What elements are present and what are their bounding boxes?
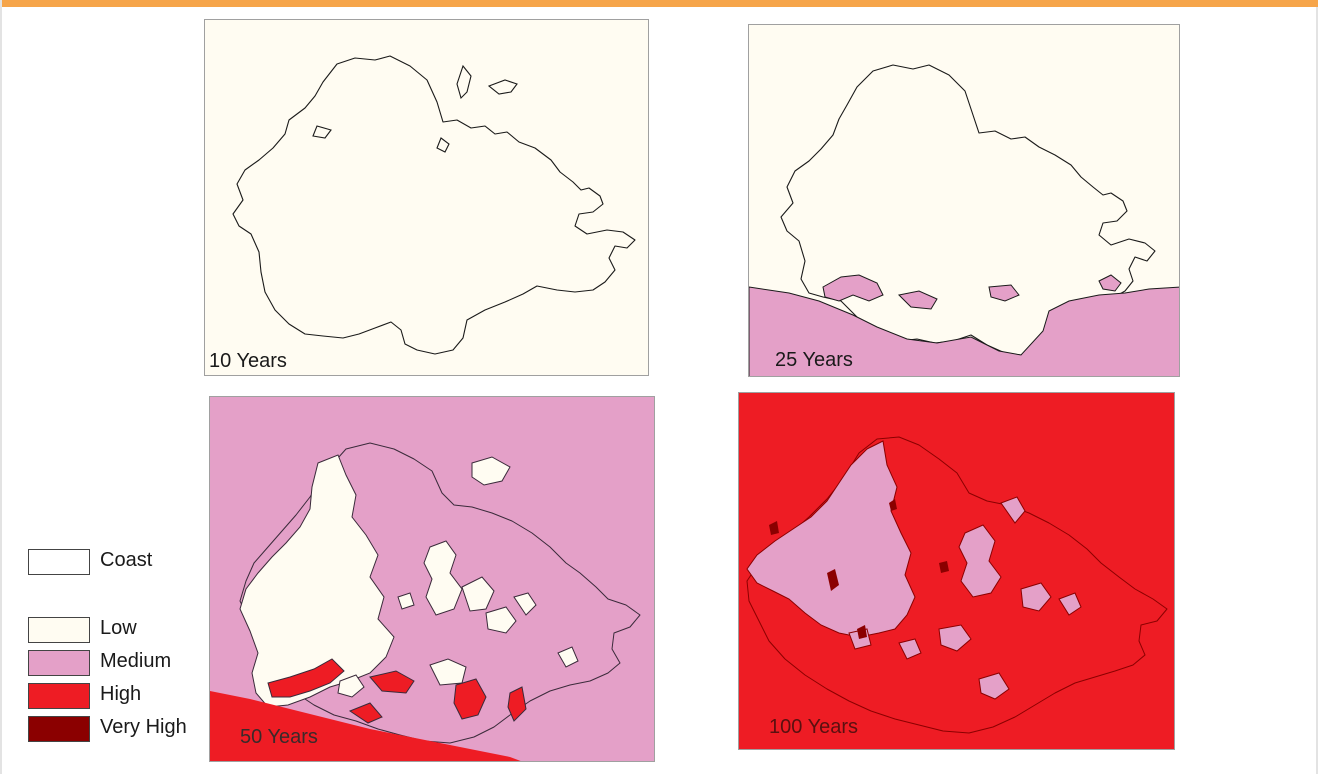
islet-outline xyxy=(312,125,332,139)
legend-label-very-high: Very High xyxy=(100,716,187,738)
medium-risk-zone xyxy=(988,284,1020,302)
very-high-risk-zone xyxy=(857,625,867,639)
very-high-risk-zone xyxy=(769,521,779,535)
map-10-years-svg xyxy=(205,20,648,375)
medium-risk-zone xyxy=(897,290,938,310)
medium-risk-zone xyxy=(898,638,922,660)
low-risk-zone xyxy=(397,592,415,610)
legend-label-coast: Coast xyxy=(100,549,153,571)
low-risk-zone xyxy=(557,646,579,668)
map-25-years-svg xyxy=(749,25,1179,376)
medium-risk-zone xyxy=(958,524,1002,598)
low-risk-zone xyxy=(337,674,365,698)
medium-risk-zone xyxy=(978,672,1010,700)
map-panel-50-years: 50 Years xyxy=(209,396,655,762)
islet-outline xyxy=(436,137,450,153)
island-outline xyxy=(232,55,636,355)
high-risk-zone xyxy=(267,658,345,698)
map-panel-25-years: 25 Years xyxy=(748,24,1180,377)
legend-item-low: Low xyxy=(28,613,208,647)
legend-item-coast: Coast xyxy=(28,545,208,579)
medium-risk-zone xyxy=(1098,274,1122,292)
map-50-years-svg xyxy=(210,397,654,761)
legend-item-high: High xyxy=(28,679,208,713)
legend-swatch-coast xyxy=(28,549,90,575)
legend-swatch-very-high xyxy=(28,716,90,742)
islet-outline xyxy=(487,79,518,95)
panel-label-25-years: 25 Years xyxy=(775,349,853,371)
low-risk-zone xyxy=(513,592,537,616)
low-risk-zone xyxy=(239,454,395,708)
medium-risk-zone xyxy=(822,274,884,302)
very-high-risk-zone xyxy=(889,499,897,511)
high-risk-zone xyxy=(369,670,415,694)
legend-label-low: Low xyxy=(100,617,137,639)
legend-label-medium: Medium xyxy=(100,650,172,672)
low-risk-zone xyxy=(423,540,463,616)
medium-risk-zone xyxy=(1058,592,1082,616)
map-100-years-svg xyxy=(739,393,1174,749)
low-risk-zone xyxy=(471,456,511,486)
map-panel-100-years: 100 Years xyxy=(738,392,1175,750)
high-risk-zone xyxy=(210,691,521,761)
low-risk-zone xyxy=(461,576,495,612)
legend-swatch-medium xyxy=(28,650,90,676)
low-risk-zone xyxy=(485,606,517,634)
medium-risk-zone xyxy=(1020,582,1052,612)
very-high-risk-zone xyxy=(827,569,839,591)
high-risk-zone xyxy=(507,686,527,722)
medium-risk-zone xyxy=(938,624,972,652)
low-risk-zone xyxy=(429,658,467,686)
panel-label-10-years: 10 Years xyxy=(209,350,287,372)
map-panel-10-years: 10 Years xyxy=(204,19,649,376)
panel-label-100-years: 100 Years xyxy=(769,716,858,738)
accent-top-bar xyxy=(2,0,1318,7)
medium-risk-zone xyxy=(749,286,1179,376)
medium-risk-zone xyxy=(1000,496,1026,524)
panel-label-50-years: 50 Years xyxy=(240,726,318,748)
high-risk-zone xyxy=(453,678,487,720)
legend-item-very-high: Very High xyxy=(28,712,208,746)
very-high-risk-zone xyxy=(939,561,949,573)
map-legend: Coast Low Medium High Very High xyxy=(28,545,208,760)
legend-swatch-low xyxy=(28,617,90,643)
islet-outline xyxy=(456,64,472,100)
medium-risk-zone xyxy=(746,440,916,638)
legend-item-medium: Medium xyxy=(28,646,208,680)
legend-label-high: High xyxy=(100,683,142,705)
legend-swatch-high xyxy=(28,683,90,709)
high-risk-zone xyxy=(348,702,383,724)
